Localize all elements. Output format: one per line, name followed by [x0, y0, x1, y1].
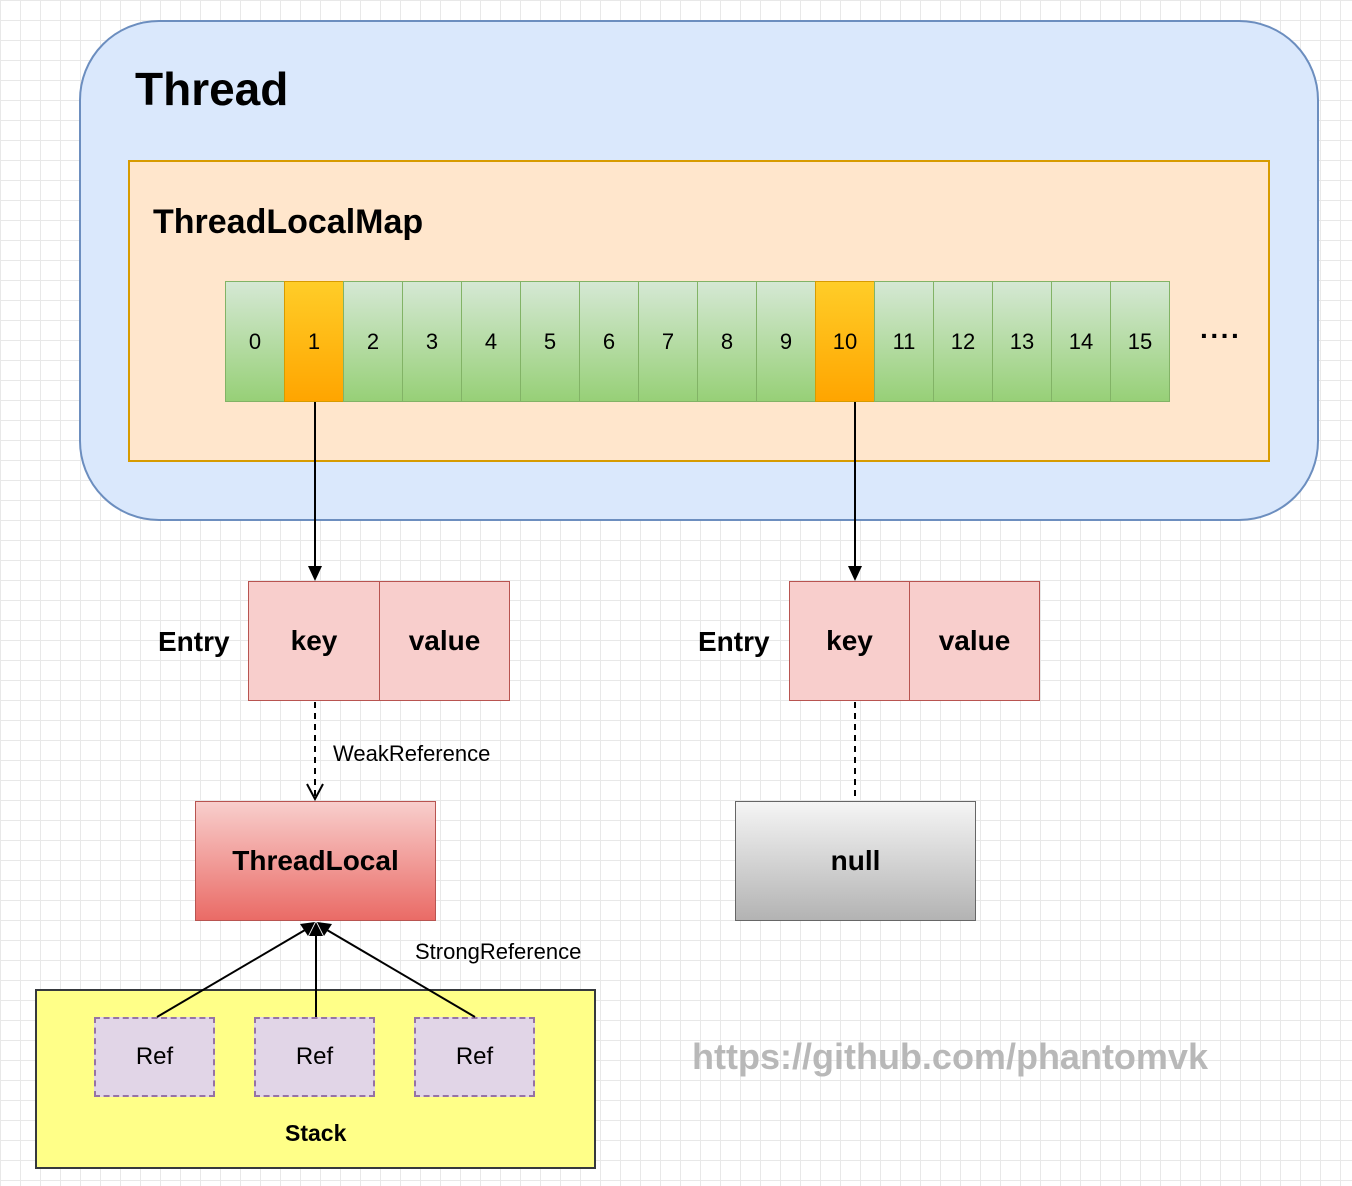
- entry-left-value: value: [379, 581, 510, 701]
- slot-8: 8: [697, 281, 757, 402]
- slot-3: 3: [402, 281, 462, 402]
- slot-15: 15: [1110, 281, 1170, 402]
- strong-reference-arrowhead-1: [300, 922, 315, 936]
- strong-reference-edge-3: [326, 929, 476, 1018]
- slot-13: 13: [992, 281, 1052, 402]
- slot-9: 9: [756, 281, 816, 402]
- entry-label-right: Entry: [698, 626, 770, 657]
- weak-reference-label: WeakReference: [333, 741, 491, 766]
- threadlocal-box: ThreadLocal: [195, 801, 436, 921]
- slot-5: 5: [520, 281, 580, 402]
- strong-reference-arrowhead-2: [309, 922, 323, 936]
- entry-right-value: value: [909, 581, 1040, 701]
- strong-reference-arrowhead-3: [317, 922, 332, 936]
- strong-reference-label: StrongReference: [415, 939, 582, 964]
- entry-right-key: key: [789, 581, 910, 701]
- slot-1: 1: [284, 281, 344, 402]
- null-box: null: [735, 801, 976, 921]
- slot-6: 6: [579, 281, 639, 402]
- slot-12: 12: [933, 281, 993, 402]
- slot-ellipsis: ····: [1200, 320, 1242, 351]
- stack-label: Stack: [285, 1120, 347, 1146]
- slot-14: 14: [1051, 281, 1111, 402]
- arrow-slot10-to-entry-head: [848, 566, 862, 581]
- stack-ref-2: Ref: [254, 1017, 375, 1097]
- stack-ref-1: Ref: [94, 1017, 215, 1097]
- strong-reference-edge-1: [156, 929, 306, 1018]
- entry-left-key: key: [248, 581, 380, 701]
- watermark-url: https://github.com/phantomvk: [692, 1036, 1208, 1077]
- slot-10: 10: [815, 281, 875, 402]
- entry-label-left: Entry: [158, 626, 230, 657]
- threadlocalmap-title: ThreadLocalMap: [153, 203, 424, 241]
- stack-ref-3: Ref: [414, 1017, 535, 1097]
- slot-11: 11: [874, 281, 934, 402]
- thread-title: Thread: [135, 63, 289, 115]
- weak-reference-arrowhead: [306, 783, 324, 802]
- arrow-slot1-to-entry-head: [308, 566, 322, 581]
